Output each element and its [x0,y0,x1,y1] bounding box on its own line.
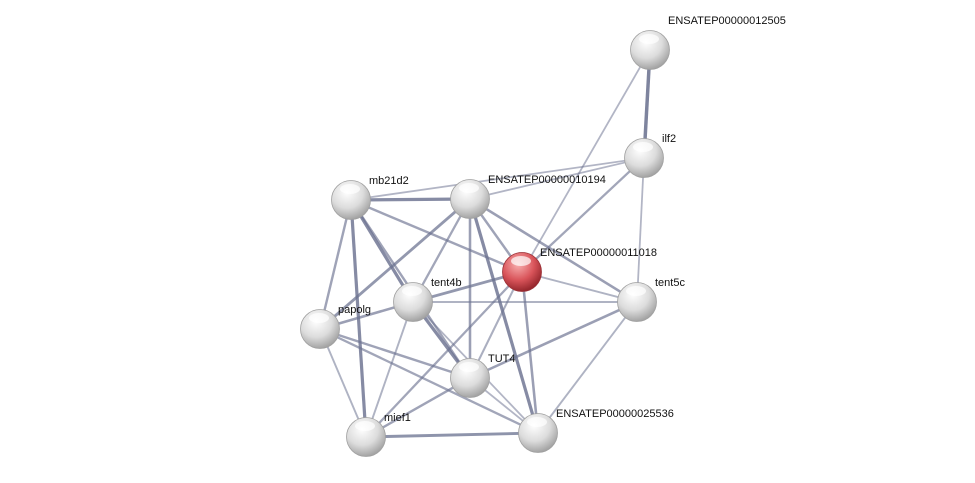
node-highlight [340,184,360,194]
node-label: ENSATEP00000025536 [556,408,674,420]
node-label: tent4b [431,277,462,289]
edge-papolg-E25536[interactable] [319,327,539,435]
edge-E11018-E25536[interactable] [520,271,540,434]
edge-TUT4-tent5c[interactable] [469,300,638,380]
edge-mief1-E25536[interactable] [365,431,539,439]
node-label: mb21d2 [369,175,409,187]
node-highlight [633,142,653,152]
node-highlight [511,256,531,266]
node-TUT4[interactable]: TUT4 [450,353,516,398]
node-label: ilf2 [662,133,676,145]
edge-mb21d2-ilf2[interactable] [350,157,645,201]
edge-E10194-E25536[interactable] [468,198,540,434]
node-highlight [639,34,659,44]
edge-ilf2-E11018[interactable] [521,157,645,273]
edge-papolg-TUT4[interactable] [319,327,471,380]
edge-tent4b-mief1[interactable] [365,301,414,438]
node-label: ENSATEP00000011018 [540,247,657,259]
node-E12505[interactable]: ENSATEP00000012505 [630,15,786,70]
node-E11018[interactable]: ENSATEP00000011018 [502,247,658,292]
node-highlight [309,313,329,323]
node-tent5c[interactable]: tent5c [617,277,686,322]
node-highlight [402,286,422,296]
node-label: TUT4 [488,353,516,365]
node-E10194[interactable]: ENSATEP00000010194 [450,174,606,219]
node-mief1[interactable]: mief1 [346,412,411,457]
node-highlight [459,183,479,193]
node-ilf2[interactable]: ilf2 [624,133,677,178]
node-highlight [355,421,375,431]
node-highlight [527,417,547,427]
node-papolg[interactable]: papolg [300,304,372,349]
edge-TUT4-mief1[interactable] [365,376,471,439]
node-label: mief1 [384,412,411,424]
node-tent4b[interactable]: tent4b [393,277,462,322]
edge-E12505-E11018[interactable] [521,49,651,273]
edge-mb21d2-E11018[interactable] [350,198,523,274]
node-highlight [459,362,479,372]
edge-E11018-mief1[interactable] [365,271,523,438]
node-highlight [626,286,646,296]
node-label: ENSATEP00000010194 [488,174,606,186]
node-E25536[interactable]: ENSATEP00000025536 [518,408,674,453]
edge-mb21d2-papolg[interactable] [318,199,353,330]
edge-tent5c-E25536[interactable] [537,301,638,434]
edge-E10194-papolg[interactable] [319,197,471,331]
edge-E10194-ilf2[interactable] [469,157,645,200]
node-label: tent5c [655,277,685,289]
node-mb21d2[interactable]: mb21d2 [331,175,409,220]
node-label: ENSATEP00000012505 [668,15,786,27]
node-label: papolg [338,304,371,316]
edge-E10194-tent5c[interactable] [469,197,638,304]
edge-ilf2-tent5c[interactable] [636,157,645,303]
